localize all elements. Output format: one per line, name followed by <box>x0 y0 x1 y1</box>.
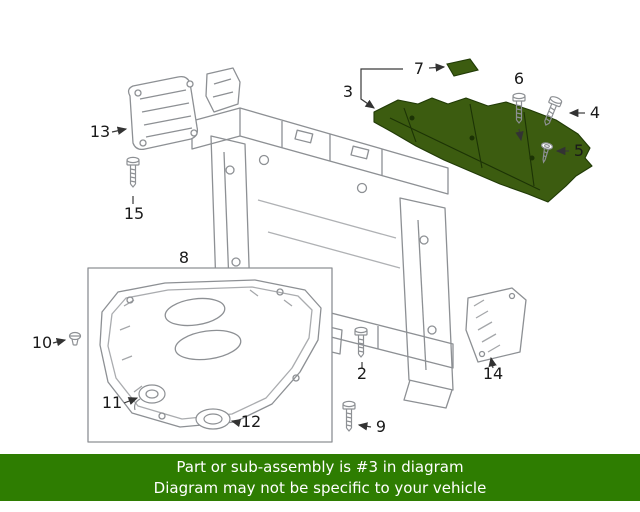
callout-labels: 2 3 4 5 6 7 8 9 10 11 12 13 14 15 <box>32 59 600 436</box>
banner-line-1: Part or sub-assembly is #3 in diagram <box>176 457 464 476</box>
callout-10[interactable]: 10 <box>32 333 52 352</box>
callout-3[interactable]: 3 <box>343 82 353 101</box>
callout-2[interactable]: 2 <box>357 364 367 383</box>
part-3-highlighted-shape[interactable] <box>373 97 593 203</box>
leader-lines <box>52 63 585 431</box>
part-7-highlighted-shape <box>446 58 479 77</box>
bolt-2 <box>354 326 368 358</box>
part-11-shape <box>133 384 166 411</box>
highlight-banner: Part or sub-assembly is #3 in diagram Di… <box>0 454 640 501</box>
callout-15[interactable]: 15 <box>124 204 144 223</box>
callout-7[interactable]: 7 <box>414 59 424 78</box>
diagram-canvas: 2 3 4 5 6 7 8 9 10 11 12 13 14 15 <box>32 58 600 443</box>
part-14-shape <box>465 287 527 363</box>
part-12-shape <box>195 408 231 430</box>
callout-4[interactable]: 4 <box>590 103 600 122</box>
callout-9[interactable]: 9 <box>376 417 386 436</box>
callout-11[interactable]: 11 <box>102 393 122 412</box>
callout-6[interactable]: 6 <box>514 69 524 88</box>
banner-line-2: Diagram may not be specific to your vehi… <box>153 478 487 497</box>
callout-12[interactable]: 12 <box>241 412 261 431</box>
callout-5[interactable]: 5 <box>574 141 584 160</box>
clip-10 <box>68 331 82 346</box>
part-13-shape <box>127 75 199 151</box>
callout-13[interactable]: 13 <box>90 122 110 141</box>
bolt-9 <box>342 400 356 432</box>
callout-8[interactable]: 8 <box>179 248 189 267</box>
bolt-15 <box>126 156 140 188</box>
callout-14[interactable]: 14 <box>483 364 503 383</box>
